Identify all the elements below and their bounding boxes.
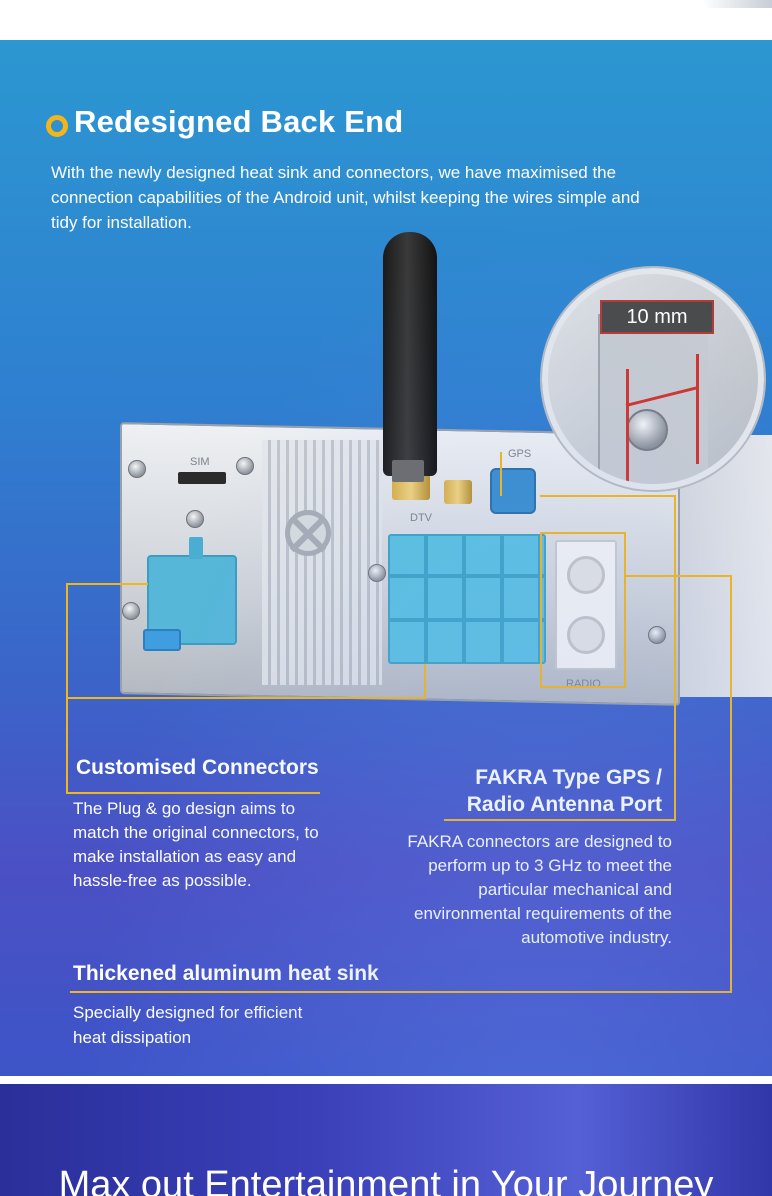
screw-icon — [648, 626, 666, 644]
engraving-gps: GPS — [508, 448, 532, 460]
engraving-sim: SIM — [190, 456, 210, 468]
callout-line — [66, 583, 148, 585]
connector-lock — [189, 537, 203, 559]
engraving-dtv: DTV — [410, 512, 432, 524]
callout-underline — [70, 991, 732, 993]
antenna — [383, 232, 437, 476]
section-divider — [0, 1076, 772, 1084]
decorative-swoosh — [702, 0, 772, 8]
fan-logo-icon — [285, 510, 331, 556]
heat-sink-fins — [262, 440, 382, 685]
antenna-base — [392, 460, 424, 482]
section-title: Redesigned Back End — [74, 104, 404, 139]
fakra-gps-connector — [490, 468, 536, 514]
power-connector — [143, 537, 237, 651]
main-harness-connector — [388, 534, 546, 664]
screw-icon — [128, 460, 146, 478]
measure-label: 10 mm — [600, 300, 714, 334]
feature-title-fakra: FAKRA Type GPS / Radio Antenna Port — [467, 764, 662, 818]
callout-line — [500, 452, 502, 496]
measure-line — [626, 369, 629, 484]
feature-text-connectors: The Plug & go design aims to match the o… — [73, 799, 319, 890]
callout-line — [540, 532, 542, 686]
callout-line — [66, 697, 68, 792]
feature-text-heat-sink: Specially designed for efficient heat di… — [73, 1003, 303, 1047]
feature-text-fakra: FAKRA connectors are designed to perform… — [407, 832, 672, 947]
section-intro: With the newly designed heat sink and co… — [51, 163, 640, 232]
callout-line — [626, 575, 732, 577]
entertainment-title: Max out Entertainment in Your Journey — [58, 1164, 714, 1196]
callout-line — [540, 686, 626, 688]
screw-icon — [368, 564, 386, 582]
callout-line — [66, 697, 426, 699]
screw-icon — [236, 457, 254, 475]
wifi-connector — [444, 480, 472, 504]
callout-line — [540, 495, 676, 497]
callout-line — [540, 532, 626, 534]
callout-line — [674, 495, 676, 819]
feature-title-connectors: Customised Connectors — [76, 756, 319, 779]
feature-title-heat-sink: Thickened aluminum heat sink — [73, 962, 379, 985]
radio-antenna-connector — [555, 540, 617, 670]
top-white-strip — [0, 0, 772, 40]
redesigned-back-end-section: Redesigned Back End With the newly desig… — [0, 40, 772, 1076]
screw-icon — [122, 602, 140, 620]
feature-title-fakra-line1: FAKRA Type GPS / — [475, 766, 662, 789]
antenna-port — [567, 616, 605, 654]
fuse-icon — [143, 629, 181, 651]
device-back-illustration: SIM DTV GPS RADIO 10 mm — [0, 40, 772, 740]
bullet-ring-icon — [46, 115, 68, 137]
screw-icon — [626, 409, 668, 451]
callout-underline — [66, 792, 320, 794]
callout-line — [624, 532, 626, 688]
sim-slot — [178, 472, 226, 484]
entertainment-section: Max out Entertainment in Your Journey — [0, 1084, 772, 1196]
callout-underline — [444, 819, 676, 821]
callout-line — [730, 575, 732, 993]
magnifier-inset: 10 mm — [542, 268, 764, 490]
screw-icon — [186, 510, 204, 528]
callout-line — [424, 664, 426, 699]
measure-line — [696, 354, 699, 464]
callout-line — [66, 583, 68, 697]
antenna-port — [567, 556, 605, 594]
engraving-radio: RADIO — [566, 678, 601, 690]
feature-title-fakra-line2: Radio Antenna Port — [466, 793, 662, 816]
